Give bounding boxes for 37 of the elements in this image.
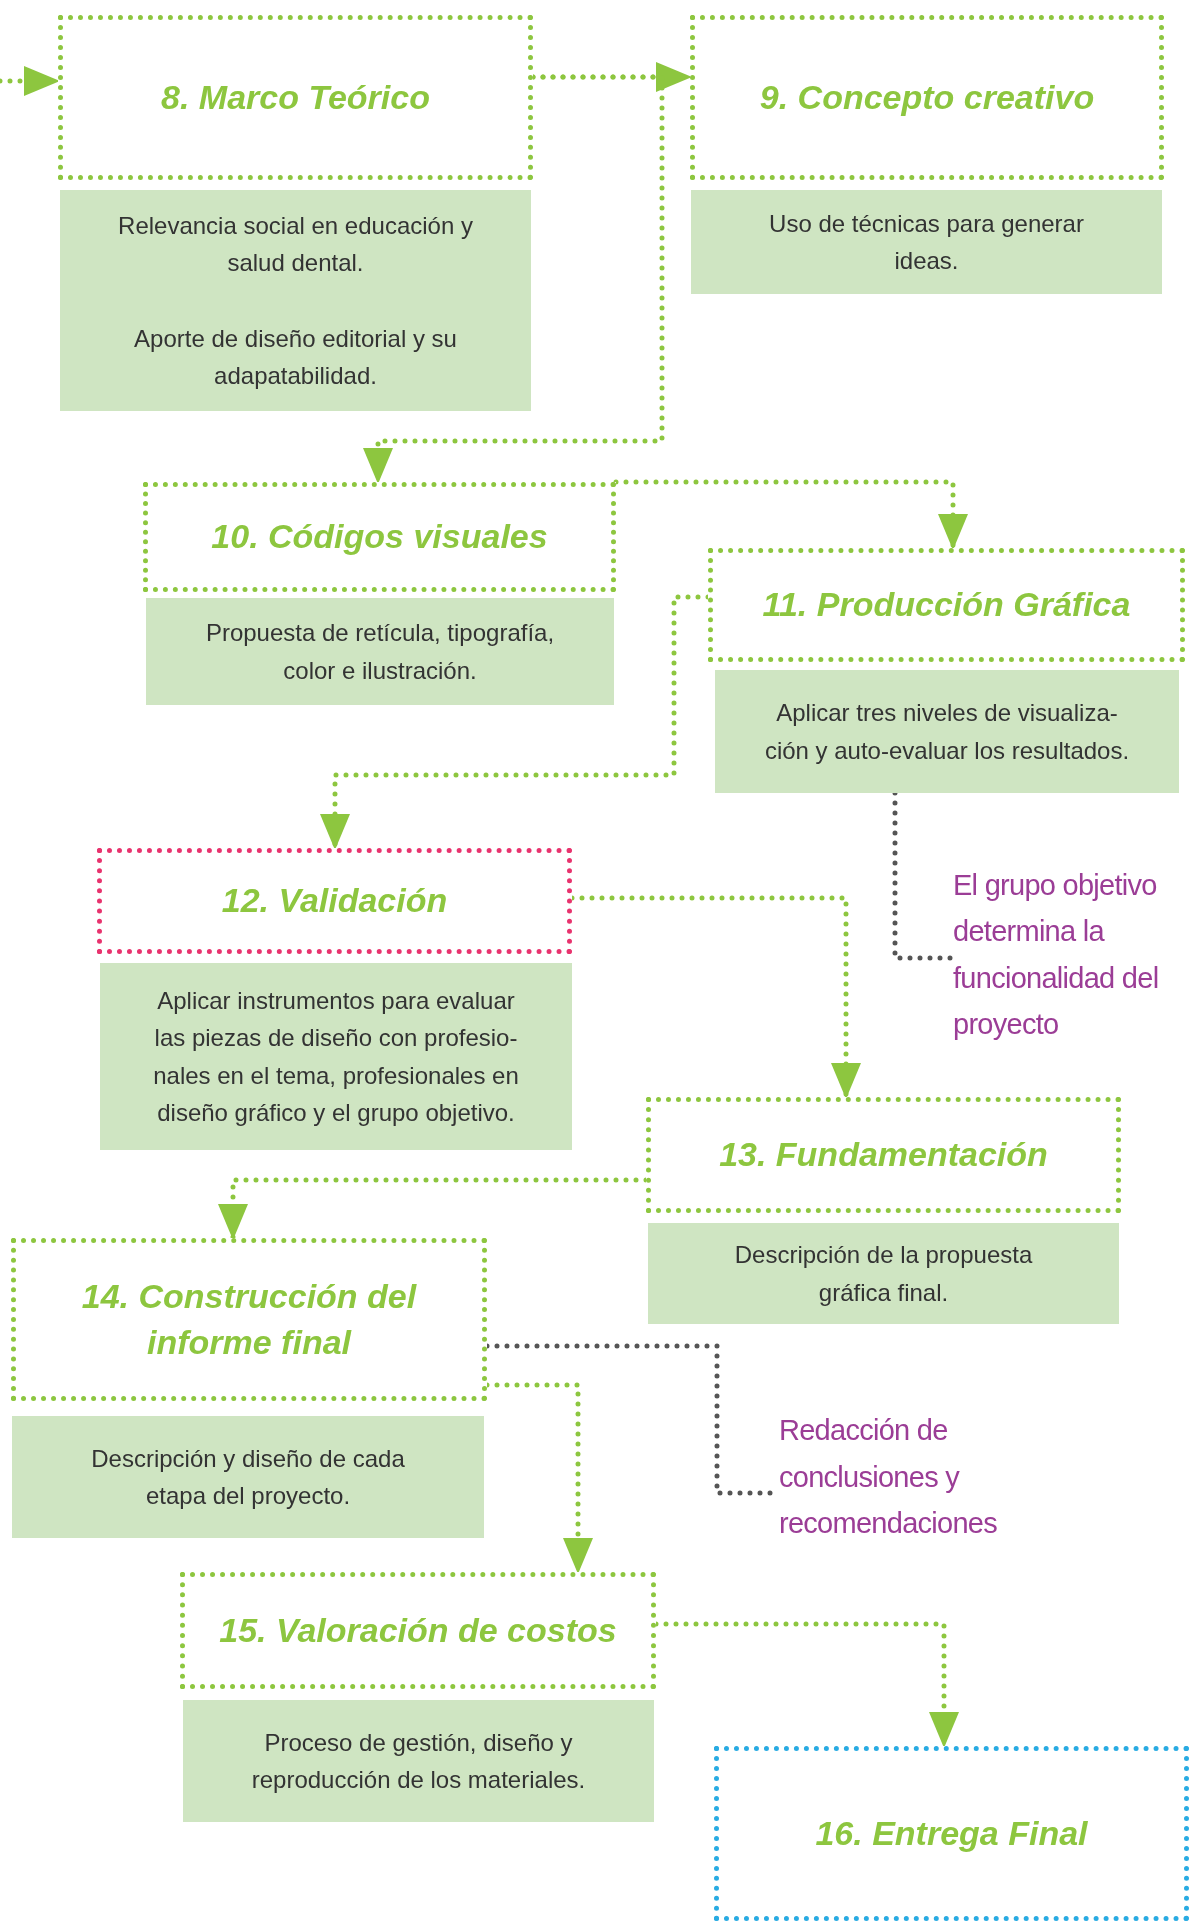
step-title: 13. Fundamentación (719, 1134, 1048, 1176)
description-box (183, 1700, 654, 1822)
step-box (646, 1097, 1121, 1213)
description-box (648, 1223, 1119, 1324)
step-box (708, 548, 1185, 662)
description-text: Aplicar tres niveles de visualiza-ción y auto-evaluar los resultados. (763, 698, 1131, 766)
description-text: Propuesta de retícula, tipografía, color e ilustración. (204, 618, 556, 686)
description-text: Proceso de gestión, diseño y reproducción de los materiales. (250, 1727, 587, 1795)
description-text: Aplicar instrumentos para evaluar las piezas de diseño con profesio-nales en el tema, profesionales en diseño gráfico y el grupo objetivo. (152, 986, 520, 1128)
step-box (58, 15, 533, 180)
description-box (60, 190, 531, 411)
step-title: 9. Concepto creativo (759, 76, 1095, 118)
step-box (180, 1572, 656, 1689)
step-title: 11. Producción Gráfica (762, 584, 1131, 626)
description-text: Descripción y diseño de cada etapa del proyecto. (90, 1443, 406, 1511)
description-text: Relevancia social en educación y salud dental. (117, 211, 474, 279)
description-text: Descripción de la propuesta gráfica final. (733, 1240, 1034, 1308)
description-text: Uso de técnicas para generar ideas. (768, 208, 1085, 276)
step-box (690, 15, 1164, 180)
step-title: 8. Marco Teórico (161, 76, 430, 118)
step-title: 16. Entrega Final (815, 1812, 1088, 1854)
step-box (97, 848, 572, 954)
step-title: 15. Valoración de costos (219, 1609, 617, 1651)
description-box (12, 1416, 484, 1538)
step-title: 14. Construcción del informe final (80, 1275, 418, 1363)
note-text: Redacción de conclusiones y recomendaciones (779, 1413, 999, 1542)
step-box (714, 1746, 1189, 1921)
step-box (11, 1238, 487, 1401)
step-box (143, 482, 616, 592)
note-text: El grupo objetivo determina la funcionalidad del proyecto (953, 867, 1160, 1042)
description-box (100, 963, 572, 1150)
step-title: 12. Validación (221, 880, 448, 922)
description-text: Aporte de diseño editorial y su adapatabilidad. (133, 323, 458, 391)
description-box (715, 670, 1179, 793)
step-title: 10. Códigos visuales (211, 516, 548, 558)
description-box (691, 190, 1162, 294)
description-box (146, 598, 614, 705)
